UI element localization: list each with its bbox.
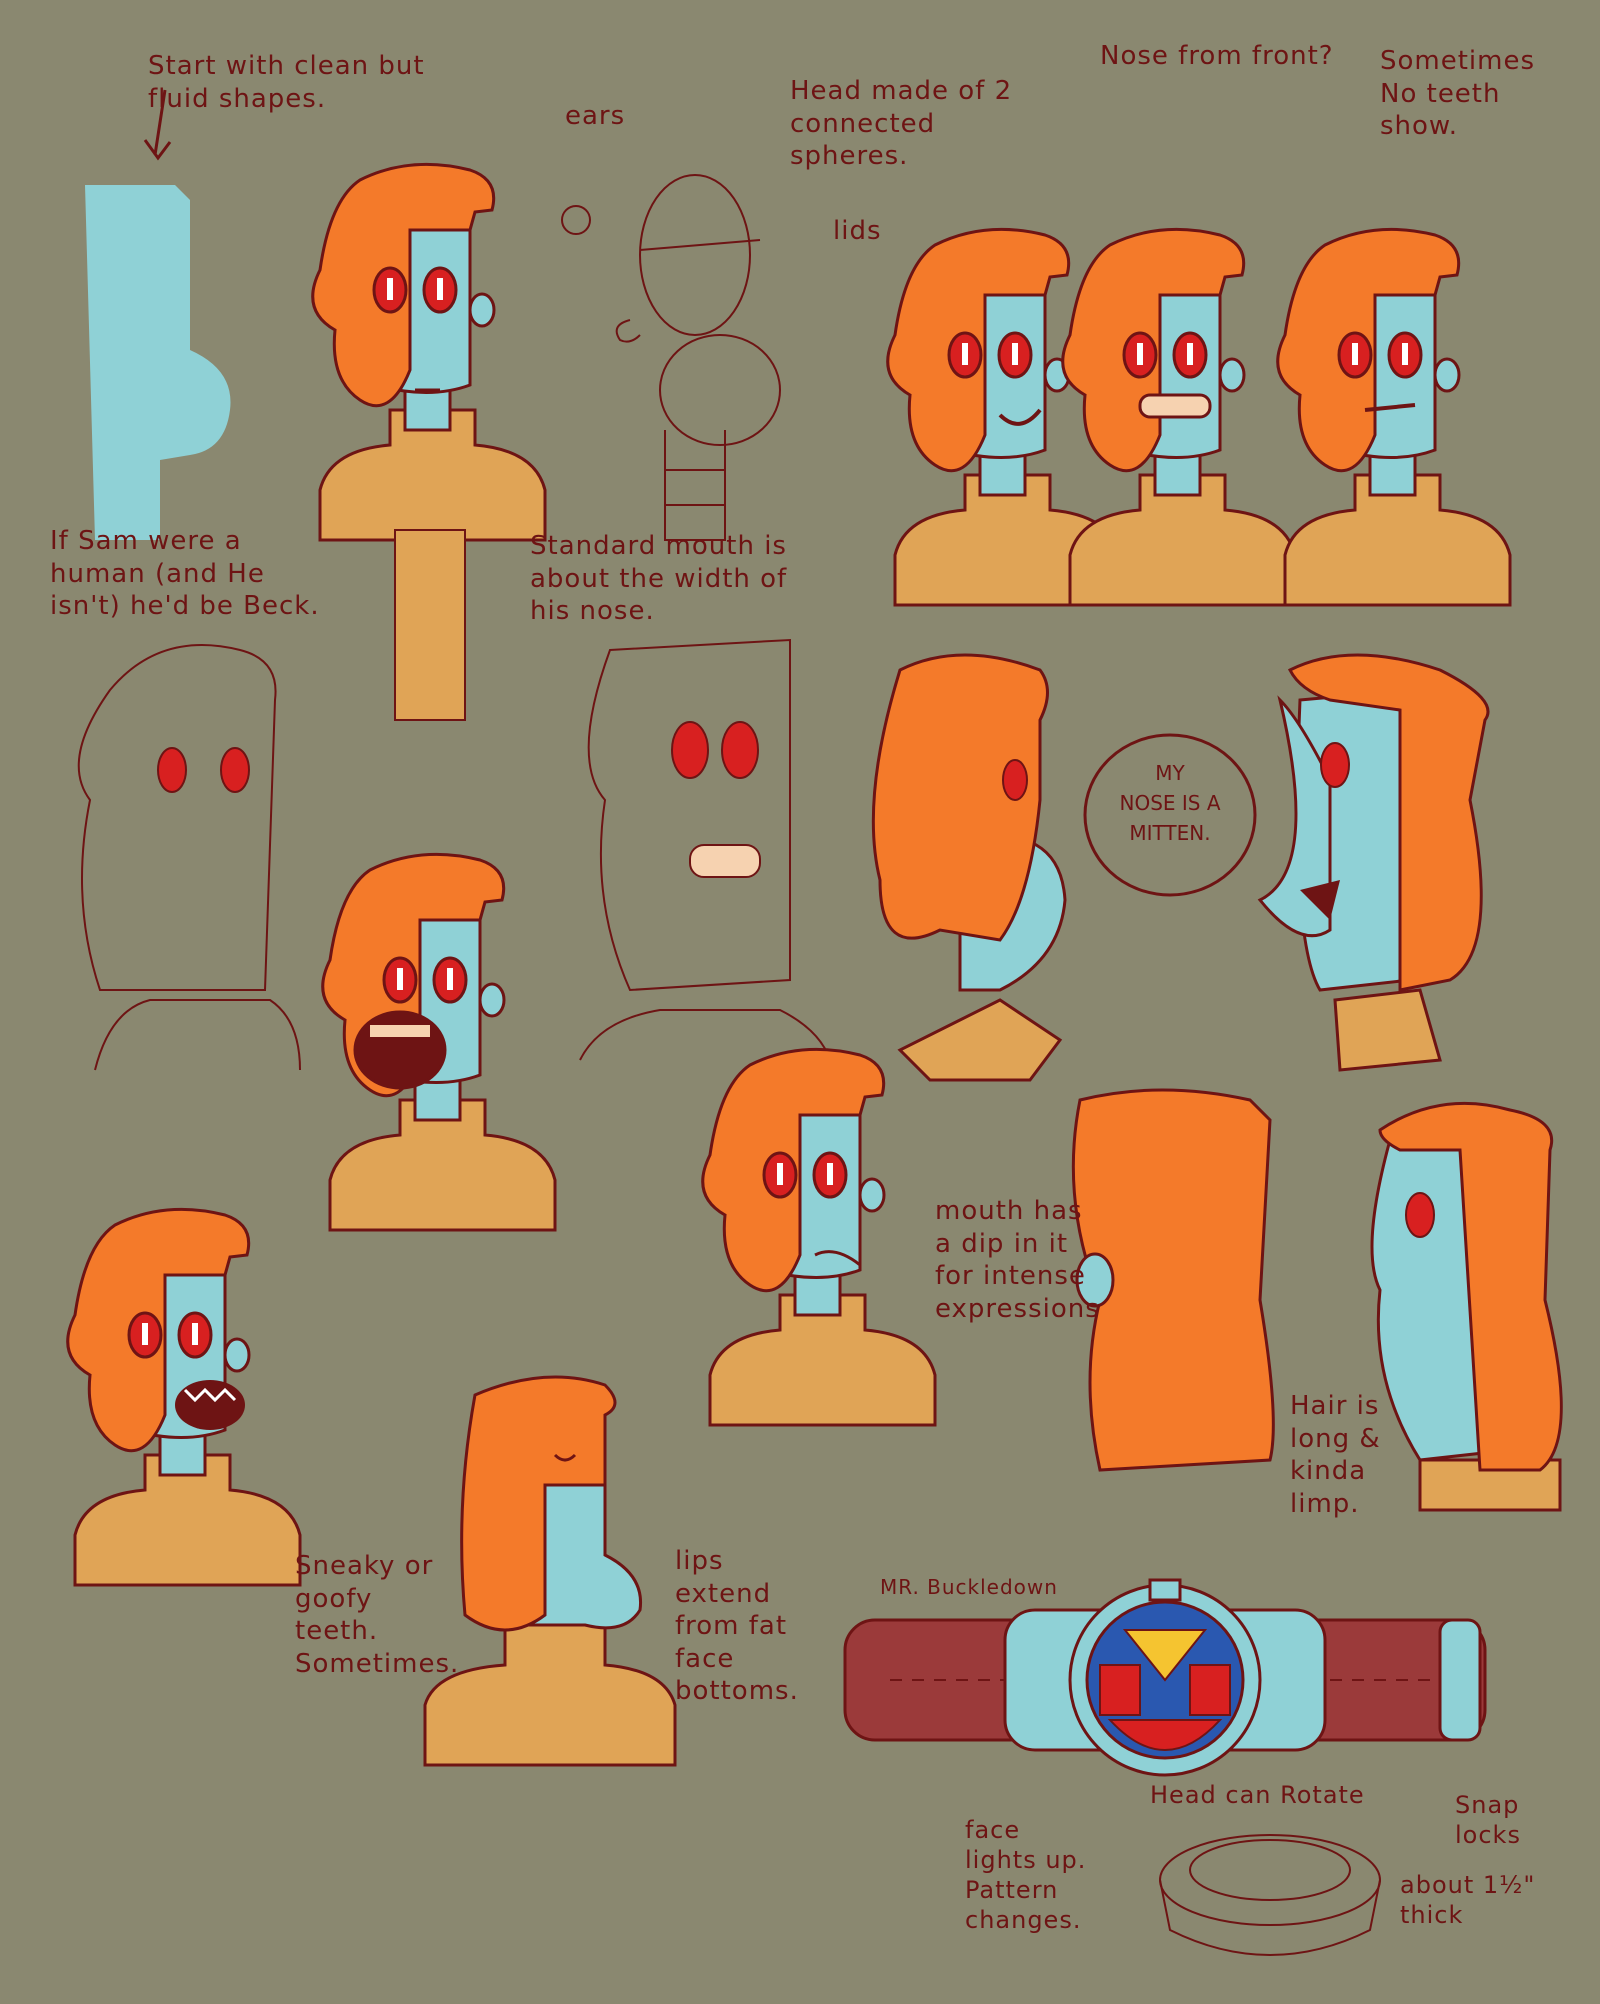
note-teeth: Sneaky or goofy teeth. Sometimes. <box>295 1551 460 1679</box>
profile-back <box>871 653 1067 1082</box>
wide-smile-sketch <box>579 638 831 1061</box>
character-goofy-teeth <box>66 1207 302 1587</box>
character-front-1 <box>311 162 547 542</box>
note-human-beck: If Sam were a human (and He isn't) he'd … <box>50 526 320 621</box>
speech-line-3: MITTEN. <box>1129 821 1210 845</box>
rotation-sketch <box>1159 1834 1381 1956</box>
note-ears: ears <box>565 101 626 131</box>
character-front-lids <box>886 227 1122 607</box>
note-thickness: about 1½" thick <box>1400 1871 1536 1929</box>
note-lids: lids <box>833 216 882 246</box>
note-lips: lips extend from fat face bottoms. <box>675 1546 799 1706</box>
character-front-teeth <box>1061 227 1297 607</box>
character-big-mouth <box>321 852 557 1232</box>
note-nose-front: Nose from front? <box>1100 41 1334 71</box>
speech-line-2: NOSE IS A <box>1119 791 1220 815</box>
mr-buckledown <box>843 1578 1487 1777</box>
note-clean-shapes: Start with clean but fluid shapes. <box>148 51 425 114</box>
profile-limp-hair <box>1370 1101 1563 1512</box>
base-shape <box>85 89 231 540</box>
profile-talking <box>1257 653 1490 1072</box>
note-snap-locks: Snap locks <box>1455 1791 1521 1849</box>
hair-back-view <box>1071 1088 1275 1472</box>
note-mouth-width: Standard mouth is about the width of his… <box>530 531 788 626</box>
note-no-teeth: Sometimes No teeth show. <box>1380 46 1536 141</box>
note-head-spheres: Head made of 2 connected spheres. <box>790 76 1013 171</box>
character-lips <box>423 1375 677 1767</box>
note-face-lights: face lights up. Pattern changes. <box>965 1816 1087 1934</box>
note-hair-long: Hair is long & kinda limp. <box>1290 1391 1381 1519</box>
speech-line-1: MY <box>1155 761 1185 785</box>
note-mouth-dip: mouth has a dip in it for intense expres… <box>935 1196 1100 1324</box>
speech-bubble: MY NOSE IS A MITTEN. <box>1083 733 1257 897</box>
beck-sketch <box>77 644 301 1071</box>
shirt-body <box>394 529 466 721</box>
character-front-no-teeth <box>1276 227 1512 607</box>
note-buckle-title: MR. Buckledown <box>880 1575 1058 1599</box>
construction-sketch <box>561 174 781 541</box>
note-head-rotate: Head can Rotate <box>1150 1781 1365 1809</box>
character-intense <box>701 1047 937 1427</box>
